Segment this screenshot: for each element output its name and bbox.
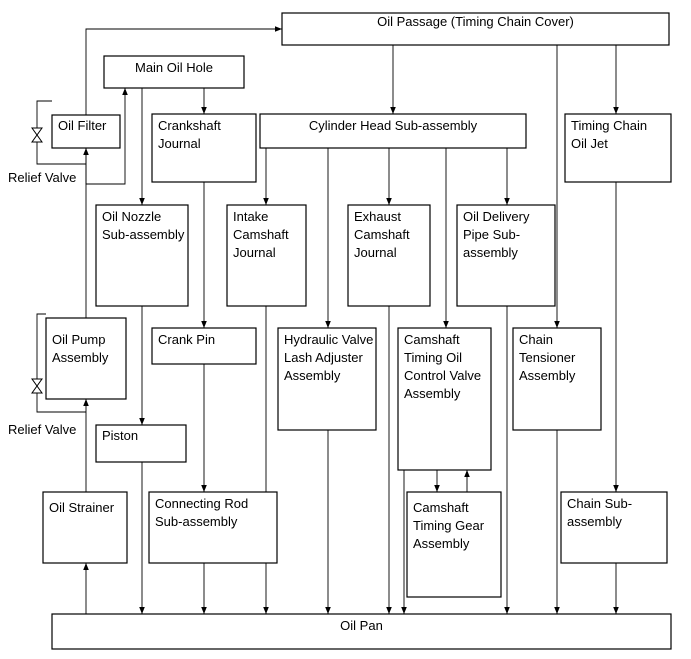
box-intake-camshaft-journal-frame xyxy=(226,204,307,307)
relief-valve-lower-icon xyxy=(31,378,43,394)
box-oil-pan-frame xyxy=(51,613,672,650)
box-oil-pump-label: Oil Pump xyxy=(52,332,105,347)
box-hydraulic-valve-lash-adjuster-label: Assembly xyxy=(284,368,341,383)
box-intake-camshaft-journal-label: Journal xyxy=(233,245,276,260)
box-chain-sub-assembly: Chain Sub-assembly xyxy=(560,491,668,564)
box-chain-tensioner-label: Tensioner xyxy=(519,350,576,365)
box-camshaft-timing-gear-frame xyxy=(406,491,502,598)
box-connecting-rod-label: Sub-assembly xyxy=(155,514,238,529)
box-oil-pump-label: Assembly xyxy=(52,350,109,365)
box-camshaft-timing-gear-label: Camshaft xyxy=(413,500,469,515)
box-chain-sub-assembly-frame xyxy=(560,491,668,564)
box-timing-chain-oil-jet-label: Timing Chain xyxy=(571,118,647,133)
box-oil-delivery-pipe-label: assembly xyxy=(463,245,518,260)
box-chain-tensioner-label: Assembly xyxy=(519,368,576,383)
box-chain-tensioner-frame xyxy=(512,327,602,431)
box-oil-strainer: Oil Strainer xyxy=(42,491,128,564)
box-camshaft-timing-oil-control-valve-frame xyxy=(397,327,492,471)
box-oil-filter-frame xyxy=(51,114,121,149)
box-crank-pin-frame xyxy=(151,327,257,365)
box-main-oil-hole-frame xyxy=(103,55,245,89)
box-camshaft-timing-oil-control-valve-label: Camshaft xyxy=(404,332,460,347)
box-oil-nozzle-label: Oil Nozzle xyxy=(102,209,161,224)
box-camshaft-timing-oil-control-valve-label: Control Valve xyxy=(404,368,481,383)
box-cylinder-head-frame xyxy=(259,113,527,149)
box-hydraulic-valve-lash-adjuster-label: Hydraulic Valve xyxy=(284,332,373,347)
box-exhaust-camshaft-journal-frame xyxy=(347,204,431,307)
relief-valve-lower-label: Relief Valve xyxy=(8,422,76,437)
box-oil-pan-label: Oil Pan xyxy=(340,618,383,633)
relief-valve-lower-bypass xyxy=(36,313,86,413)
box-main-oil-hole-label: Main Oil Hole xyxy=(135,60,213,75)
box-oil-pan: Oil Pan xyxy=(51,613,672,650)
box-camshaft-timing-oil-control-valve-label: Timing Oil xyxy=(404,350,462,365)
box-camshaft-timing-oil-control-valve-label: Assembly xyxy=(404,386,461,401)
box-connecting-rod-frame xyxy=(148,491,278,564)
box-oil-strainer-frame xyxy=(42,491,128,564)
box-crank-pin: Crank Pin xyxy=(151,327,257,365)
box-hydraulic-valve-lash-adjuster-frame xyxy=(277,327,377,431)
box-crankshaft-journal-label: Journal xyxy=(158,136,201,151)
box-oil-delivery-pipe-label: Oil Delivery xyxy=(463,209,530,224)
box-exhaust-camshaft-journal-label: Camshaft xyxy=(354,227,410,242)
flow-filter-to-oil-passage xyxy=(85,26,282,119)
relief-valve-upper-icon xyxy=(31,127,43,143)
box-cylinder-head-label: Cylinder Head Sub-assembly xyxy=(309,118,478,133)
box-cylinder-head: Cylinder Head Sub-assembly xyxy=(259,113,527,149)
box-exhaust-camshaft-journal-label: Exhaust xyxy=(354,209,401,224)
box-oil-nozzle-label: Sub-assembly xyxy=(102,227,185,242)
box-exhaust-camshaft-journal-label: Journal xyxy=(354,245,397,260)
box-crankshaft-journal-frame xyxy=(151,113,257,183)
box-hydraulic-valve-lash-adjuster-label: Lash Adjuster xyxy=(284,350,363,365)
box-chain-sub-assembly-label: assembly xyxy=(567,514,622,529)
box-timing-chain-oil-jet-label: Oil Jet xyxy=(571,136,608,151)
box-oil-passage-frame xyxy=(281,12,670,46)
box-oil-pump-frame xyxy=(45,317,127,400)
box-oil-filter-label: Oil Filter xyxy=(58,118,107,133)
box-camshaft-timing-gear-label: Timing Gear xyxy=(413,518,485,533)
box-piston-label: Piston xyxy=(102,428,138,443)
relief-valve-upper-label: Relief Valve xyxy=(8,170,76,185)
box-oil-delivery-pipe-label: Pipe Sub- xyxy=(463,227,520,242)
box-crank-pin-label: Crank Pin xyxy=(158,332,215,347)
box-intake-camshaft-journal-label: Intake xyxy=(233,209,268,224)
box-chain-sub-assembly-label: Chain Sub- xyxy=(567,496,632,511)
box-connecting-rod-label: Connecting Rod xyxy=(155,496,248,511)
box-oil-filter: Oil Filter xyxy=(51,114,121,149)
box-intake-camshaft-journal-label: Camshaft xyxy=(233,227,289,242)
box-chain-tensioner-label: Chain xyxy=(519,332,553,347)
box-oil-nozzle-frame xyxy=(95,204,189,307)
box-piston-frame xyxy=(95,424,187,463)
box-oil-strainer-label: Oil Strainer xyxy=(49,500,115,515)
box-timing-chain-oil-jet-frame xyxy=(564,113,672,183)
box-oil-delivery-pipe-frame xyxy=(456,204,556,307)
box-piston: Piston xyxy=(95,424,187,463)
box-main-oil-hole: Main Oil Hole xyxy=(103,55,245,89)
box-crankshaft-journal-label: Crankshaft xyxy=(158,118,221,133)
box-camshaft-timing-gear-label: Assembly xyxy=(413,536,470,551)
box-oil-passage: Oil Passage (Timing Chain Cover) xyxy=(281,12,670,46)
box-oil-passage-label: Oil Passage (Timing Chain Cover) xyxy=(377,14,574,29)
